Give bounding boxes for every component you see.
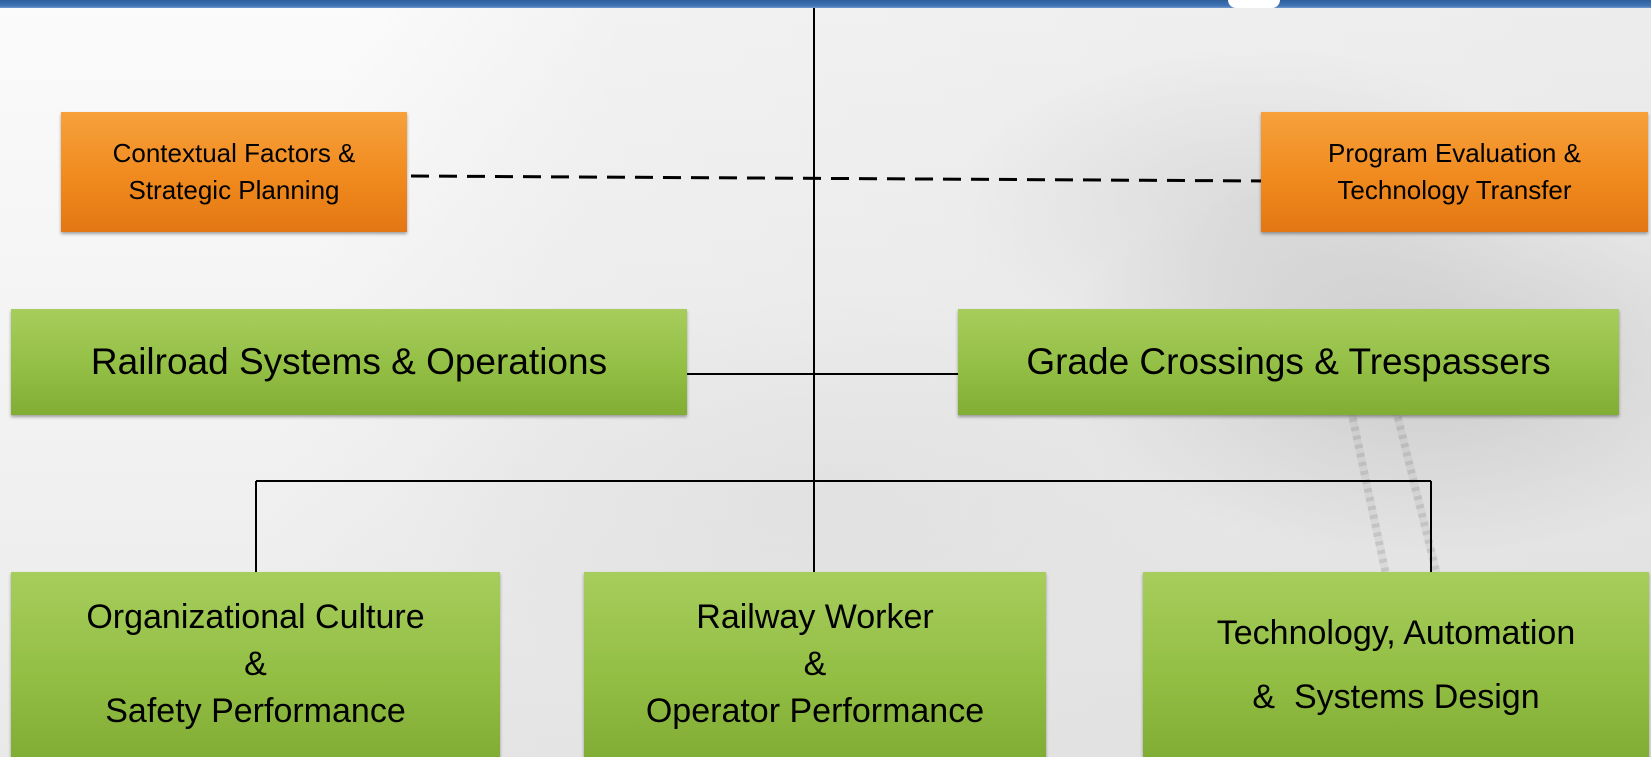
railroad-systems-box: Railroad Systems & Operations (11, 309, 687, 415)
title-band (0, 0, 1651, 8)
technology-automation-box: Technology, Automation & Systems Design (1143, 572, 1649, 757)
title-glyph-fragment (1228, 0, 1280, 8)
railway-worker-box: Railway Worker & Operator Performance (584, 572, 1046, 757)
evaluation-line2: Technology Transfer (1337, 175, 1572, 205)
worker-line2: & (803, 645, 827, 683)
org-line2: & (244, 645, 267, 683)
tech-line1: Technology, Automation (1216, 613, 1576, 652)
tech-line2: & Systems Design (1252, 677, 1540, 716)
program-evaluation-box: Program Evaluation & Technology Transfer (1261, 112, 1648, 232)
contextual-factors-box: Contextual Factors & Strategic Planning (61, 112, 407, 232)
organizational-culture-box: Organizational Culture & Safety Performa… (11, 572, 500, 757)
railroad-label: Railroad Systems & Operations (90, 341, 608, 382)
grade-crossings-box: Grade Crossings & Trespassers (958, 309, 1619, 415)
dashed-link (410, 174, 1269, 183)
org-line1: Organizational Culture (86, 598, 425, 636)
contextual-line1: Contextual Factors & (112, 138, 356, 168)
org-line3: Safety Performance (105, 692, 406, 730)
worker-line1: Railway Worker (696, 598, 934, 636)
grade-label: Grade Crossings & Trespassers (1026, 341, 1551, 382)
evaluation-line1: Program Evaluation & (1328, 138, 1581, 168)
worker-line3: Operator Performance (645, 692, 985, 730)
contextual-line2: Strategic Planning (128, 175, 340, 205)
